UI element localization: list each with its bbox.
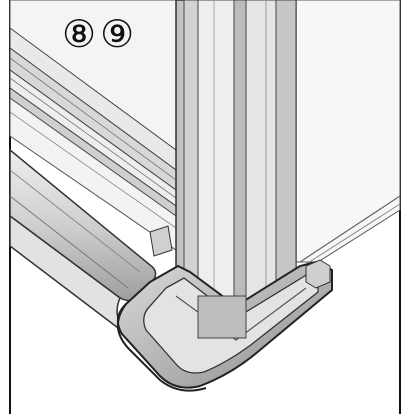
corner-bracket (116, 259, 333, 392)
left-rail-profile (9, 27, 177, 251)
step-marker-8: ⑧ (62, 12, 97, 56)
rail-clip (149, 225, 173, 257)
vertical-post (175, 0, 297, 331)
step-marker-9: ⑨ (100, 12, 135, 56)
step-markers: ⑧ ⑨ (62, 14, 134, 54)
glass-panel-right (295, 0, 401, 263)
